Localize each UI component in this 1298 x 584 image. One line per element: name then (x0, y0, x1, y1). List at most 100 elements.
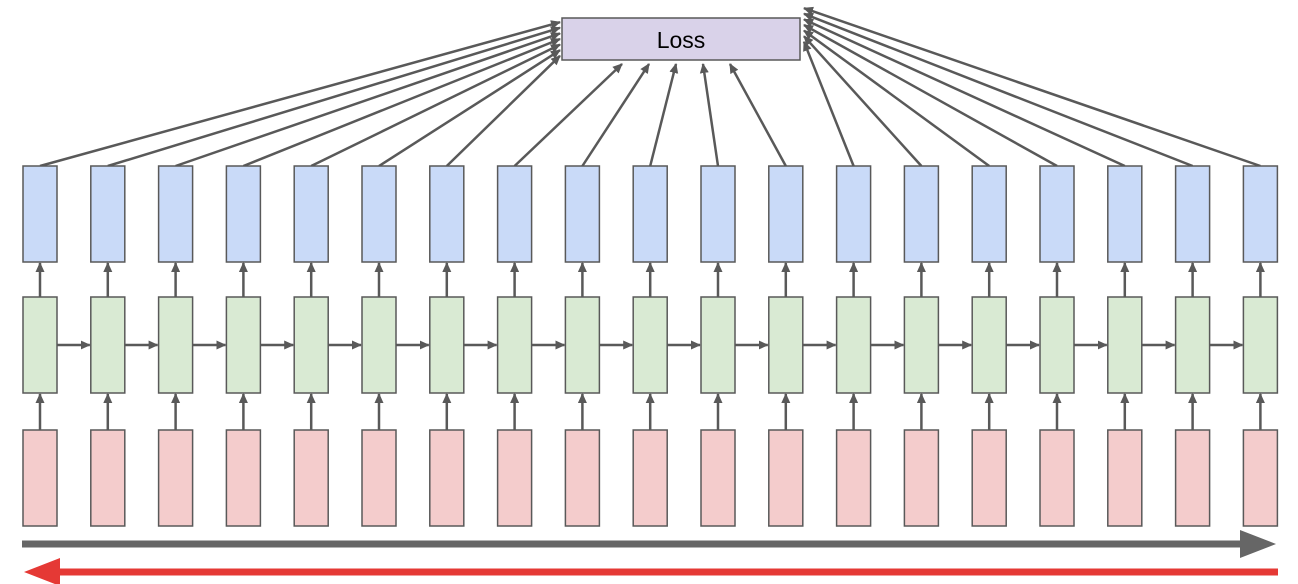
hidden-state-box (903, 296, 940, 394)
timestep-1 (22, 165, 91, 527)
input-box (361, 429, 397, 527)
output-to-loss-arrow (728, 63, 787, 167)
timestep-11 (700, 165, 769, 527)
hidden-state-box (90, 296, 126, 394)
input-box (632, 429, 668, 527)
output-to-loss-arrow (803, 29, 990, 168)
output-box (1242, 165, 1279, 263)
timestep-9 (564, 165, 634, 527)
timestep-15 (971, 165, 1040, 527)
output-box (293, 165, 329, 263)
input-box (225, 429, 262, 527)
output-to-loss-arrow (803, 6, 1261, 168)
output-box (768, 165, 804, 263)
timestep-7 (429, 165, 498, 527)
output-to-loss-arrow (378, 49, 561, 168)
output-box (632, 165, 668, 263)
output-to-loss-arrow (175, 32, 561, 168)
timestep-17 (1107, 165, 1176, 527)
output-box (903, 165, 940, 263)
output-to-loss-arrow (513, 63, 623, 167)
input-box (429, 429, 465, 527)
output-to-loss-arrow (581, 63, 651, 167)
output-box (564, 165, 601, 263)
timestep-5 (293, 165, 362, 527)
input-box (564, 429, 601, 527)
input-box (157, 429, 194, 527)
timestep-8 (496, 165, 566, 527)
output-to-loss-arrow (648, 63, 679, 167)
hidden-state-box (700, 296, 736, 394)
output-to-loss-arrow (445, 54, 561, 167)
output-box (496, 165, 533, 263)
timestep-13 (835, 165, 905, 527)
hidden-state-box (1242, 296, 1279, 394)
loss-node: Loss (561, 17, 801, 61)
input-box (22, 429, 58, 527)
output-box (90, 165, 126, 263)
output-box (700, 165, 736, 263)
input-box (1039, 429, 1075, 527)
timestep-10 (632, 165, 701, 527)
loss-connections (39, 6, 1261, 168)
hidden-state-box (971, 296, 1007, 394)
output-box (1107, 165, 1143, 263)
hidden-state-box (22, 296, 58, 394)
input-box (700, 429, 736, 527)
hidden-state-box (496, 296, 533, 394)
loss-box (561, 17, 801, 61)
output-to-loss-arrow (39, 20, 561, 168)
output-to-loss-arrow (310, 43, 561, 168)
hidden-state-box (429, 296, 465, 394)
timestep-6 (361, 165, 430, 527)
output-box (971, 165, 1007, 263)
output-box (22, 165, 58, 263)
output-box (1174, 165, 1211, 263)
timestep-12 (768, 165, 837, 527)
timestep-3 (157, 165, 227, 527)
forward-pass-arrow (22, 530, 1276, 558)
output-to-loss-arrow (699, 63, 720, 167)
hidden-state-box (564, 296, 601, 394)
output-to-loss-arrow (803, 23, 1058, 168)
input-box (1174, 429, 1211, 527)
output-box (157, 165, 194, 263)
timestep-16 (1039, 165, 1108, 527)
output-to-loss-arrow (107, 26, 561, 168)
input-box (90, 429, 126, 527)
input-box (1107, 429, 1143, 527)
output-to-loss-arrow (803, 35, 923, 167)
input-box (293, 429, 329, 527)
input-box (903, 429, 940, 527)
hidden-state-box (157, 296, 194, 394)
input-box (768, 429, 804, 527)
output-to-loss-arrow (802, 40, 855, 167)
hidden-state-box (293, 296, 329, 394)
output-box (1039, 165, 1075, 263)
output-to-loss-arrow (242, 37, 561, 168)
hidden-state-box (835, 296, 872, 394)
backward-pass-arrow (24, 558, 1278, 584)
output-box (361, 165, 397, 263)
timestep-19 (1242, 165, 1279, 527)
hidden-state-box (225, 296, 262, 394)
hidden-state-box (1039, 296, 1075, 394)
input-box (1242, 429, 1279, 527)
hidden-state-box (1107, 296, 1143, 394)
output-box (835, 165, 872, 263)
hidden-state-box (768, 296, 804, 394)
loss-label: Loss (657, 27, 706, 53)
input-box (971, 429, 1007, 527)
input-box (835, 429, 872, 527)
output-box (225, 165, 262, 263)
output-to-loss-arrow (803, 12, 1194, 168)
timestep-14 (903, 165, 973, 527)
hidden-state-box (1174, 296, 1211, 394)
output-box (429, 165, 465, 263)
timestep-2 (90, 165, 159, 527)
input-box (496, 429, 533, 527)
hidden-state-box (632, 296, 668, 394)
timestep-4 (225, 165, 295, 527)
output-to-loss-arrow (803, 18, 1126, 168)
